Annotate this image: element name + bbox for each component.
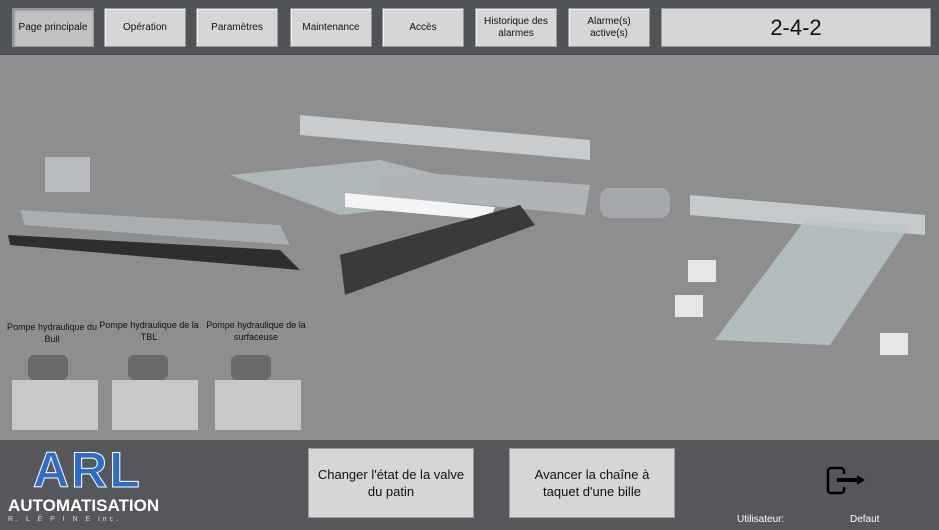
pump-label-tbl: Pompe hydraulique de la TBL: [99, 320, 199, 342]
toggle-valve-button[interactable]: Changer l'état de la valve du patin: [308, 448, 474, 518]
nav-historique-alarmes[interactable]: Historique des alarmes: [475, 8, 557, 47]
nav-maintenance[interactable]: Maintenance: [290, 8, 372, 47]
conveyor-diagram: [8, 115, 925, 430]
arl-logo: ARL AUTOMATISATION R. L É P I N E inc.: [8, 442, 188, 528]
transfer-tables: [230, 115, 590, 295]
infeed-conveyor: [8, 157, 300, 270]
advance-chain-button[interactable]: Avancer la chaîne à taquet d'une bille: [509, 448, 675, 518]
hydraulic-pumps: [12, 355, 301, 430]
logo-subtitle: AUTOMATISATION: [8, 496, 160, 515]
machine-code-display: 2-4-2: [661, 8, 931, 47]
logo-mark: ARL: [33, 442, 142, 498]
nav-alarmes-actives[interactable]: Alarme(s) active(s): [568, 8, 650, 47]
nav-page-principale[interactable]: Page principale: [12, 8, 94, 47]
outfeed-table: [600, 188, 925, 355]
pump-label-surfaceuse: Pompe hydraulique de la surfaceuse: [206, 320, 306, 342]
user-value: Defaut: [850, 514, 880, 525]
top-nav-bar: Page principale Opération Paramètres Mai…: [0, 0, 939, 55]
pump-label-bull: Pompe hydraulique du Bull: [6, 322, 98, 344]
user-label: Utilisateur:: [737, 514, 785, 525]
logo-tagline: R. L É P I N E inc.: [8, 516, 122, 523]
logout-icon[interactable]: [825, 462, 869, 498]
machine-overview: Pompe hydraulique du Bull Pompe hydrauli…: [0, 55, 939, 440]
nav-acces[interactable]: Accès: [382, 8, 464, 47]
nav-parametres[interactable]: Paramètres: [196, 8, 278, 47]
bottom-bar: ARL AUTOMATISATION R. L É P I N E inc. C…: [0, 440, 939, 530]
nav-operation[interactable]: Opération: [104, 8, 186, 47]
